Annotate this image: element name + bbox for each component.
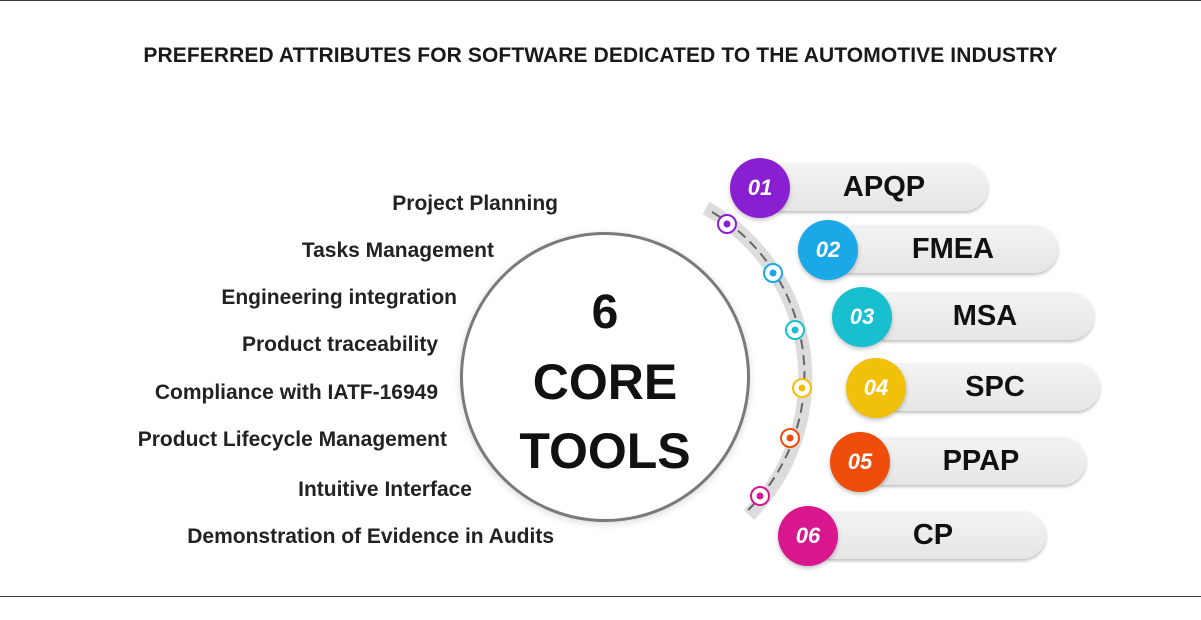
attribute-evidence-audits: Demonstration of Evidence in Audits bbox=[187, 525, 554, 548]
tool-pill-msa: MSA bbox=[864, 292, 1094, 340]
tool-label-spc: SPC bbox=[965, 371, 1025, 403]
attribute-engineering-integration: Engineering integration bbox=[221, 286, 457, 309]
arc-dot bbox=[717, 214, 737, 234]
core-tools-word-tools: TOOLS bbox=[519, 423, 691, 479]
arc-dot bbox=[785, 320, 805, 340]
tool-pill-apqp: APQP bbox=[760, 163, 988, 211]
attribute-product-lifecycle: Product Lifecycle Management bbox=[137, 428, 447, 451]
page-title: PREFERRED ATTRIBUTES FOR SOFTWARE DEDICA… bbox=[143, 44, 1058, 67]
attribute-intuitive-interface: Intuitive Interface bbox=[298, 478, 472, 501]
tool-label-ppap: PPAP bbox=[942, 445, 1020, 477]
tool-pill-ppap: PPAP bbox=[862, 437, 1086, 485]
tool-number-03: 03 bbox=[832, 287, 892, 347]
tool-label-cp: CP bbox=[912, 519, 954, 551]
arc-dashed-line bbox=[711, 211, 806, 515]
tool-number-06: 06 bbox=[778, 506, 838, 566]
tool-number-01: 01 bbox=[730, 158, 790, 218]
arc-dot bbox=[780, 428, 800, 448]
arc-dot bbox=[763, 263, 783, 283]
core-tools-count: 6 bbox=[591, 286, 619, 339]
tool-pill-cp: CP bbox=[808, 511, 1046, 559]
top-divider bbox=[0, 0, 1201, 1]
tool-number-02: 02 bbox=[798, 220, 858, 280]
tool-pill-fmea: FMEA bbox=[828, 225, 1058, 273]
bottom-divider bbox=[0, 596, 1201, 597]
arc-dot bbox=[750, 486, 770, 506]
tool-label-apqp: APQP bbox=[842, 171, 926, 203]
tool-label-msa: MSA bbox=[952, 300, 1018, 332]
tool-number-05: 05 bbox=[830, 432, 890, 492]
attribute-project-planning: Project Planning bbox=[392, 192, 558, 215]
core-tools-word-core: CORE bbox=[532, 354, 678, 410]
core-tools-circle: 6 CORE TOOLS bbox=[460, 232, 750, 522]
attribute-product-traceability: Product traceability bbox=[241, 333, 438, 356]
tool-pill-spc: SPC bbox=[878, 363, 1100, 411]
attribute-tasks-management: Tasks Management bbox=[301, 239, 494, 262]
arc-dot bbox=[792, 378, 812, 398]
attribute-compliance-iatf: Compliance with IATF-16949 bbox=[154, 381, 438, 404]
tool-label-fmea: FMEA bbox=[911, 233, 995, 265]
tool-number-04: 04 bbox=[846, 358, 906, 418]
arc-shadow bbox=[702, 201, 813, 520]
